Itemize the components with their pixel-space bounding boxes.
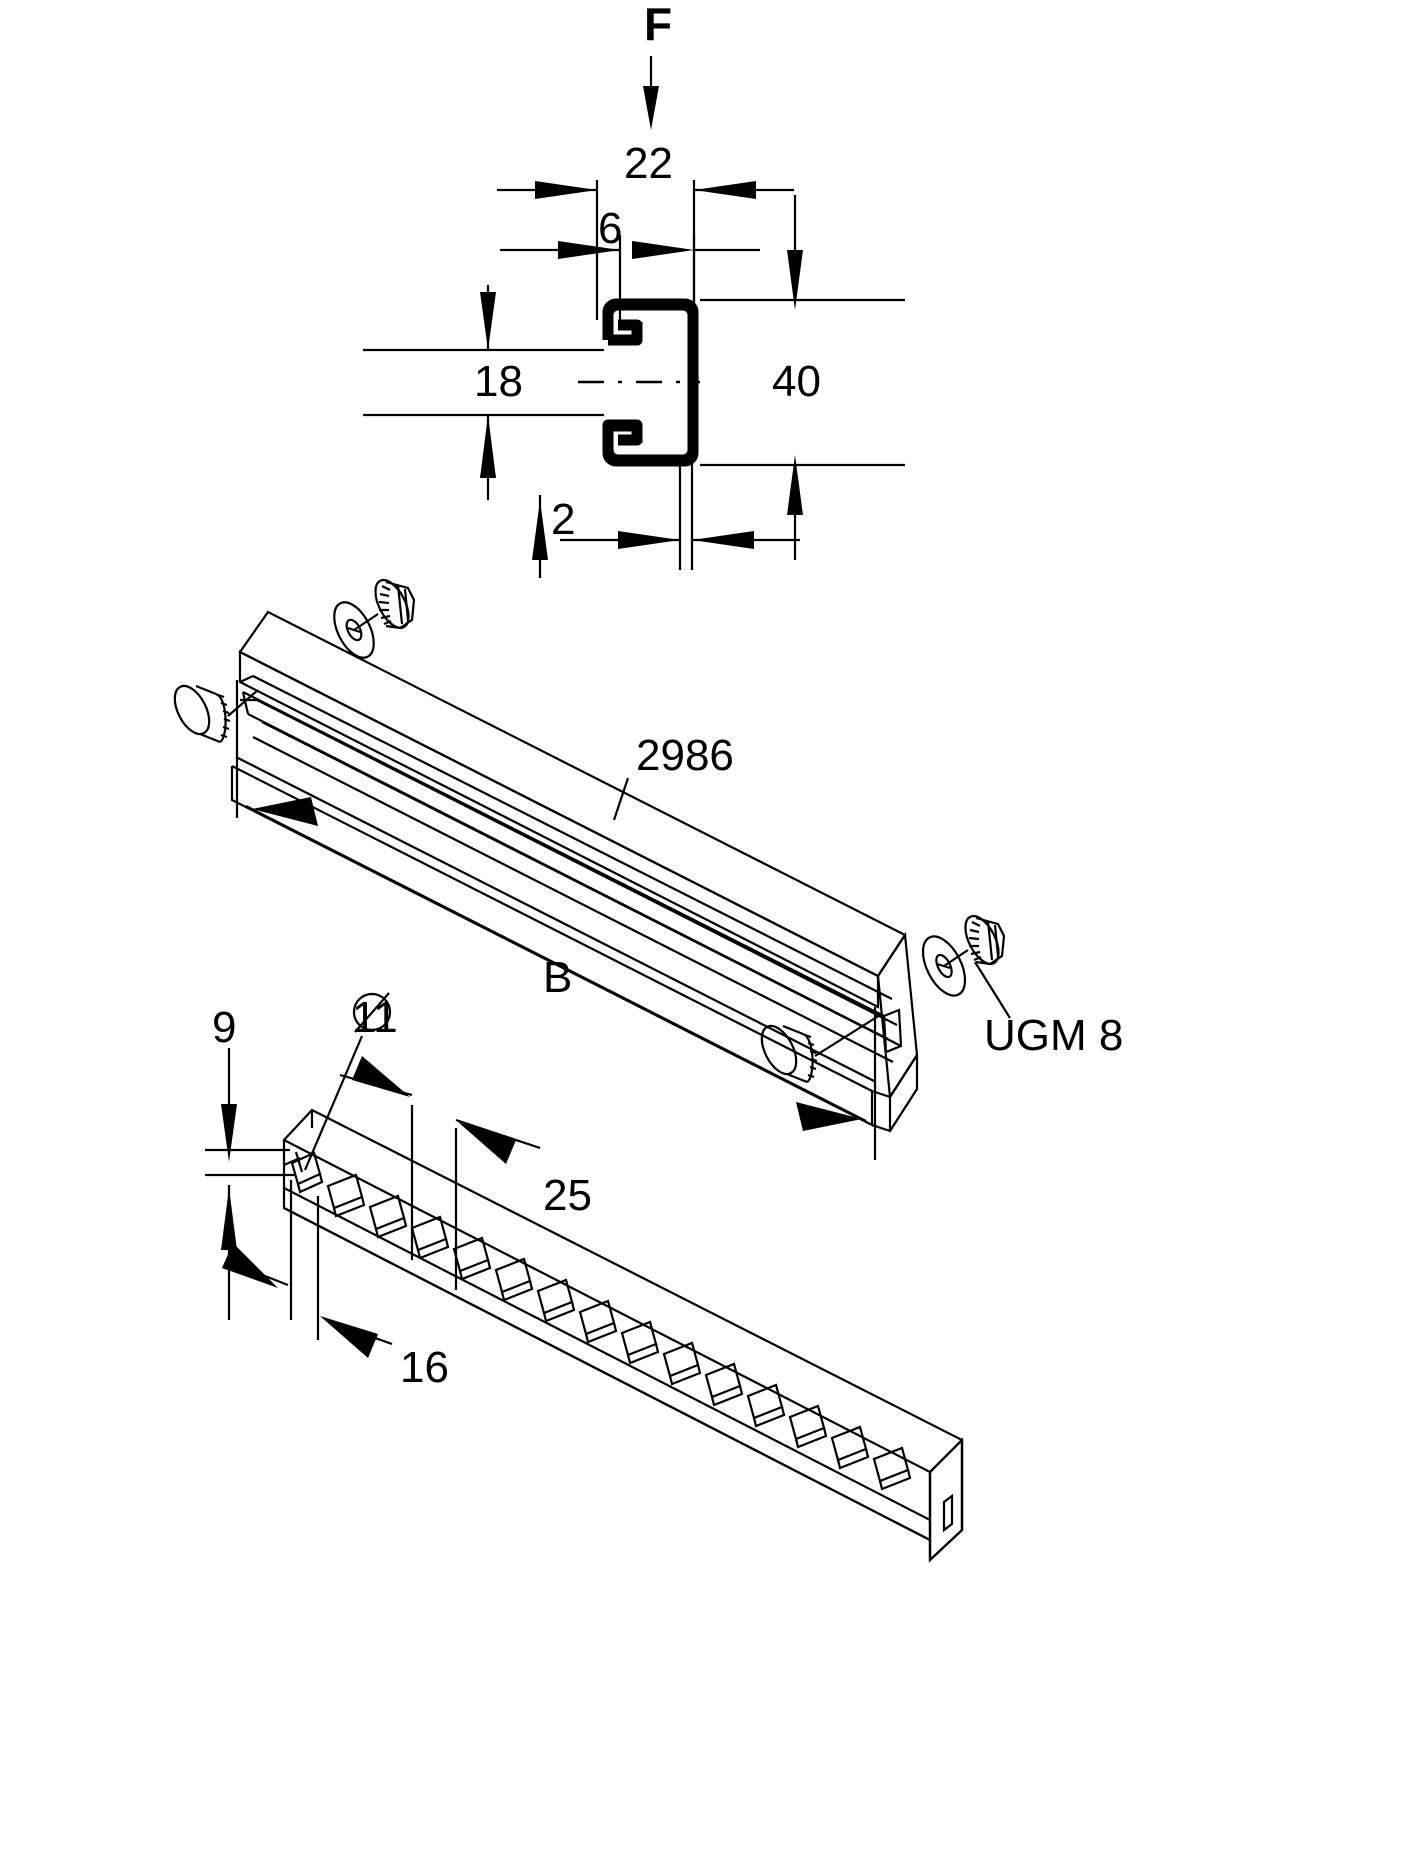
dim-22-label: 22 (624, 139, 673, 188)
channel-lip-bottom (608, 420, 643, 443)
force-label: F (644, 0, 672, 50)
dim-6 (500, 235, 760, 330)
slot-hole (872, 1446, 912, 1491)
dim-9-label: 9 (212, 1003, 236, 1052)
slot-hole (536, 1278, 576, 1323)
part-2986-leader (612, 777, 630, 821)
part-number-label: 2986 (636, 731, 734, 780)
slot-hole (326, 1173, 366, 1218)
perforated-view-group: 9 11 25 16 (205, 992, 964, 1563)
slot-hole (290, 1151, 324, 1194)
dim-25-label: 25 (543, 1171, 592, 1220)
slot-hole (410, 1215, 450, 1260)
slot-hole (452, 1236, 492, 1281)
slot-hole (578, 1299, 618, 1344)
hammerhead-bolt-right (760, 1014, 881, 1084)
dim-40 (700, 195, 905, 560)
slot-hole (662, 1341, 702, 1386)
fastener-label: UGM 8 (984, 1011, 1123, 1060)
assembly-view-group: 2986 B UGM 8 (173, 578, 1123, 1160)
slot-hole (704, 1362, 744, 1407)
dim-16-label: 16 (400, 1343, 449, 1392)
slot-hole (368, 1194, 408, 1239)
dim-18 (363, 285, 604, 500)
dim-40-label: 40 (772, 357, 821, 406)
slot-hole (746, 1383, 786, 1428)
dim-B (235, 680, 877, 1160)
dim-18-label: 18 (474, 357, 523, 406)
force-arrow-f (643, 56, 659, 130)
dim-16 (289, 1180, 393, 1358)
slot-holes (290, 1151, 912, 1491)
channel-profile-lips (602, 298, 699, 467)
channel-lip-top (608, 322, 643, 346)
dim-2-label: 2 (551, 495, 575, 544)
perforated-channel-tail (928, 1437, 964, 1563)
ugm8-leader (974, 961, 1011, 1019)
dim-2 (532, 460, 800, 578)
dia-11-leader (303, 992, 392, 1171)
channel-body (230, 610, 919, 1133)
slot-hole (788, 1404, 828, 1449)
slot-hole (620, 1320, 660, 1365)
dim-dia11-label: 11 (352, 993, 398, 1042)
slot-hole (494, 1257, 534, 1302)
hammerhead-bolt-left (173, 684, 259, 744)
length-label-B: B (543, 953, 572, 1002)
slot-hole (830, 1425, 870, 1470)
cross-section-group: F 22 6 18 40 2 (363, 0, 905, 578)
serrated-flange-nut-left (353, 578, 416, 631)
serrated-flange-nut-right (943, 914, 1006, 967)
dim-6-label: 6 (598, 204, 622, 253)
dim-9 (205, 1048, 296, 1320)
dim-25 (339, 1056, 541, 1290)
